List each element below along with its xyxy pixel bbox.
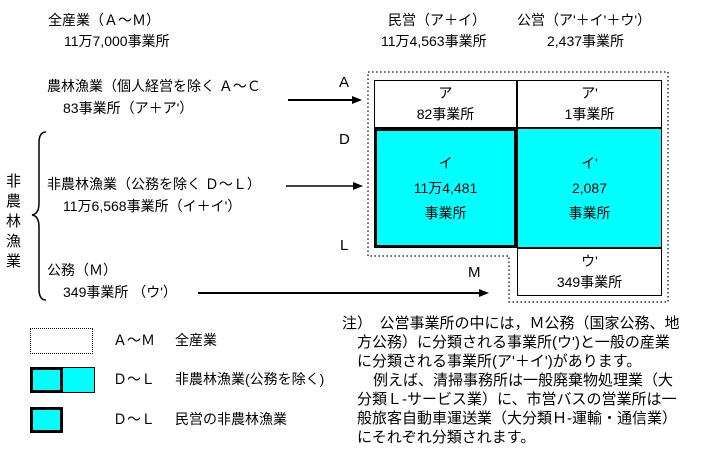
legend-item-non-agriculture: Ｄ～Ｌ 非農林漁業(公務を除く) bbox=[30, 367, 375, 393]
cell-a: ア 82事業所 bbox=[374, 80, 517, 128]
note-line: 分類Ｌ-サービス業）に、市営バスの営業所は一 bbox=[357, 391, 677, 408]
legend-item-all-industries: Ａ～Ｍ 全産業 bbox=[30, 328, 375, 354]
arrow-d bbox=[286, 182, 363, 190]
all-industries-label: 全産業（Ａ～Ｍ） bbox=[48, 12, 160, 28]
note-line: 注） 公営事業所の中には，Ｍ公務（国家公務、地 bbox=[342, 315, 680, 332]
cell-count: 82事業所 bbox=[416, 106, 475, 122]
cell-title: イ bbox=[438, 154, 453, 171]
public-service-count: 349事業所 （ウ'） bbox=[63, 284, 177, 300]
note-line: 般旅客自動車運送業（大分類Ｈ-運輸・通信業） bbox=[357, 410, 677, 427]
legend-label: 非農林漁業(公務を除く) bbox=[175, 371, 325, 387]
range-label-d: D bbox=[339, 131, 350, 148]
non-agriculture-label: 非農林漁業（公務を除く Ｄ～Ｌ） bbox=[47, 176, 261, 192]
legend-swatch-dotted bbox=[30, 328, 93, 354]
cell-unit: 事業所 bbox=[424, 204, 467, 221]
cell-title: ア bbox=[438, 85, 453, 101]
all-industries-count: 11万7,000事業所 bbox=[64, 33, 170, 49]
cell-u-prime: ウ' 349事業所 bbox=[517, 248, 662, 296]
range-label-m: M bbox=[468, 264, 481, 281]
cell-count: 11万4,481 bbox=[413, 179, 478, 196]
arrow-a bbox=[288, 96, 362, 104]
cell-title: ア' bbox=[581, 85, 598, 101]
public-label: 公営（ア'＋イ'＋ウ'） bbox=[517, 12, 652, 28]
agriculture-count: 83事業所（ア＋ア'） bbox=[63, 100, 194, 116]
legend-swatch-nonagri-private bbox=[30, 367, 63, 393]
dotted-outline bbox=[367, 71, 669, 303]
cell-a-prime: ア' 1事業所 bbox=[517, 80, 662, 128]
cell-count: 1事業所 bbox=[564, 106, 615, 122]
cell-unit: 事業所 bbox=[568, 204, 611, 221]
group-brace bbox=[31, 131, 47, 301]
cell-i-prime: イ' 2,087 事業所 bbox=[517, 128, 662, 248]
cell-title: イ' bbox=[581, 154, 598, 171]
private-count: 11万4,563事業所 bbox=[381, 33, 487, 49]
legend-swatch-private-nonagri bbox=[30, 407, 63, 433]
note-line: に分類される事業所(ア'＋イ')があります。 bbox=[357, 353, 642, 370]
cell-count: 2,087 bbox=[571, 179, 608, 196]
note-line: 方公務）に分類される事業所(ウ')と一般の産業 bbox=[357, 334, 670, 351]
note-line: にそれぞれ分類されます。 bbox=[357, 429, 536, 446]
note-line: 例えば、清掃事務所は一般廃棄物処理業（大 bbox=[373, 372, 674, 389]
public-count: 2,437事業所 bbox=[547, 33, 625, 49]
note-block: 注） 公営事業所の中には，Ｍ公務（国家公務、地 方公務）に分類される事業所(ウ'… bbox=[342, 314, 724, 447]
cell-i: イ 11万4,481 事業所 bbox=[374, 128, 517, 248]
cell-count: 349事業所 bbox=[556, 274, 623, 290]
legend-range: Ｄ～Ｌ bbox=[113, 371, 155, 387]
cell-title: ウ' bbox=[581, 253, 598, 269]
legend-item-private-non-agriculture: Ｄ～Ｌ 民営の非農林漁業 bbox=[30, 407, 375, 433]
legend-range: Ａ～Ｍ bbox=[113, 332, 155, 348]
range-label-a: A bbox=[339, 74, 350, 91]
arrow-m bbox=[198, 289, 489, 297]
agriculture-label: 農林漁業（個人経営を除く Ａ～Ｃ bbox=[47, 78, 261, 94]
non-agriculture-count: 11万6,568事業所（イ＋イ'） bbox=[63, 198, 242, 214]
vertical-group-label: 非農林漁業 bbox=[5, 173, 21, 270]
legend-label: 民営の非農林漁業 bbox=[175, 411, 287, 427]
range-label-l: L bbox=[340, 237, 349, 254]
legend-label: 全産業 bbox=[175, 332, 217, 348]
public-service-label: 公務（Ｍ） bbox=[47, 262, 117, 278]
legend-swatch-nonagri-public bbox=[62, 367, 95, 393]
private-label: 民営（ア＋イ） bbox=[388, 12, 486, 28]
legend-range: Ｄ～Ｌ bbox=[113, 411, 155, 427]
